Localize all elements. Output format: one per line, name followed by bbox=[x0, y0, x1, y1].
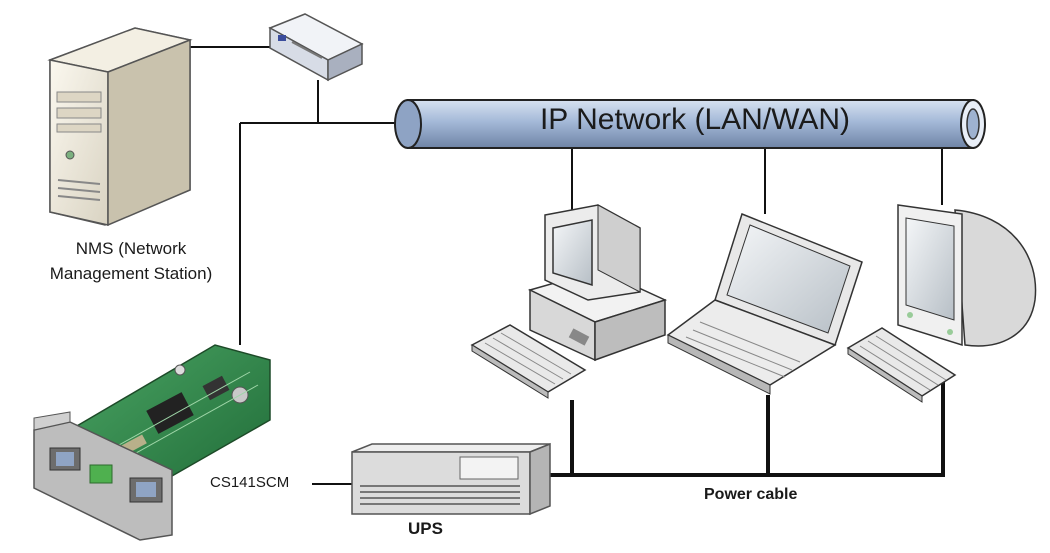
ups-label: UPS bbox=[408, 519, 443, 538]
network-links bbox=[190, 46, 943, 345]
cs141scm-card-icon bbox=[33, 344, 271, 541]
power-cable-label: Power cable bbox=[704, 486, 798, 503]
laptop-icon bbox=[666, 213, 863, 395]
nms-server-icon bbox=[47, 27, 193, 227]
desktop-keyboard-icon bbox=[470, 324, 587, 399]
monitor-keyboard-icon bbox=[846, 327, 957, 403]
nms-label: NMS (Network Management Station) bbox=[6, 236, 256, 286]
nms-label-line1: NMS (Network bbox=[75, 239, 187, 258]
ups-icon bbox=[351, 442, 551, 516]
ip-network-label: IP Network (LAN/WAN) bbox=[539, 103, 851, 136]
desktop-pc-icon bbox=[470, 204, 668, 399]
power-cable bbox=[545, 378, 945, 477]
nms-label-line2: Management Station) bbox=[49, 264, 213, 283]
ip-network-pipe bbox=[394, 99, 986, 149]
switch-icon bbox=[268, 13, 364, 82]
crt-monitor-icon bbox=[846, 204, 1037, 403]
cs141scm-label: CS141SCM bbox=[210, 474, 290, 491]
